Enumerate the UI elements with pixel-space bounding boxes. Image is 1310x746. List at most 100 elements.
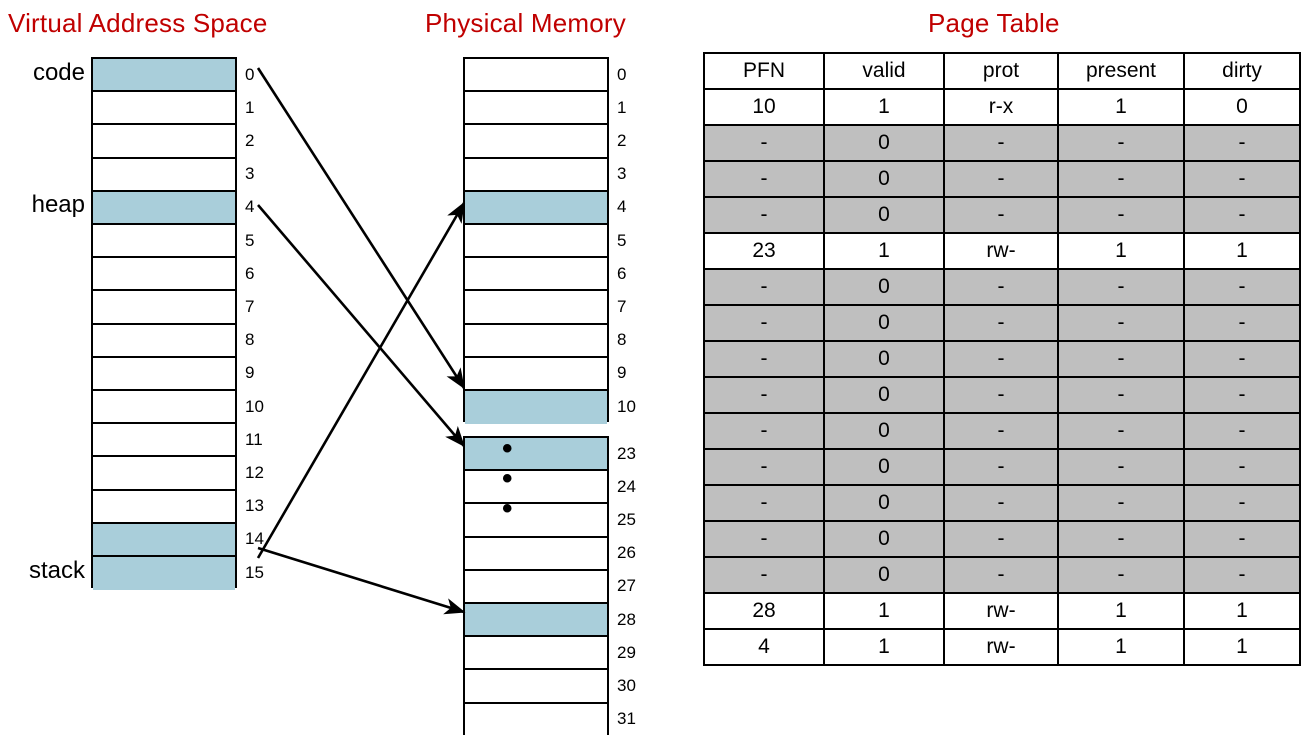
pm-top-page-6 bbox=[465, 258, 607, 292]
page-table-row: -0--- bbox=[703, 340, 1301, 378]
page-table-cell-prot: - bbox=[943, 268, 1059, 306]
vas-index-13: 13 bbox=[245, 496, 264, 516]
vas-index-15: 15 bbox=[245, 562, 264, 582]
vas-index-6: 6 bbox=[245, 263, 255, 283]
pm-top-page-9 bbox=[465, 357, 607, 391]
vas-page-0 bbox=[93, 59, 235, 93]
pm-top-index-2: 2 bbox=[617, 131, 627, 150]
pm-top-box bbox=[463, 57, 609, 425]
page-table-cell-valid: 0 bbox=[823, 412, 945, 450]
vas-index-3: 3 bbox=[245, 164, 255, 184]
page-table-cell-pfn: - bbox=[703, 196, 825, 234]
page-table-cell-pfn: - bbox=[703, 556, 825, 594]
page-table-cell-pfn: - bbox=[703, 376, 825, 414]
arrow-vpn0-to-pfn10 bbox=[256, 67, 466, 390]
vas-index-1: 1 bbox=[245, 97, 255, 117]
pm-bottom-page-27 bbox=[465, 570, 607, 604]
pm-bottom-index-31: 31 bbox=[617, 709, 636, 729]
page-table-cell-present: - bbox=[1057, 304, 1185, 342]
vas-page-9 bbox=[93, 357, 235, 391]
page-table-cell-prot: rw- bbox=[943, 628, 1059, 666]
pm-bottom-page-23 bbox=[465, 438, 607, 472]
pm-top-index-4: 4 bbox=[617, 197, 627, 217]
vas-page-2 bbox=[93, 125, 235, 159]
page-table-cell-pfn: 10 bbox=[703, 88, 825, 126]
pm-bottom-page-29 bbox=[465, 637, 607, 671]
page-table-cell-dirty: 0 bbox=[1183, 88, 1301, 126]
pm-top-page-2 bbox=[465, 125, 607, 159]
page-table-row: -0--- bbox=[703, 412, 1301, 450]
page-table-cell-pfn: 23 bbox=[703, 232, 825, 270]
page-table-cell-pfn: 28 bbox=[703, 592, 825, 630]
pm-top-page-0 bbox=[465, 59, 607, 93]
page-table-cell-present: 1 bbox=[1057, 88, 1185, 126]
pm-top-index-6: 6 bbox=[617, 263, 627, 283]
pm-bottom-index-23: 23 bbox=[617, 443, 636, 463]
page-table-cell-valid: 1 bbox=[823, 592, 945, 630]
vas-page-12 bbox=[93, 457, 235, 491]
vas-index-5: 5 bbox=[245, 230, 255, 250]
page-table-cell-present: - bbox=[1057, 520, 1185, 558]
page-table-cell-present: - bbox=[1057, 196, 1185, 234]
page-table-cell-present: - bbox=[1057, 448, 1185, 486]
pm-top-page-5 bbox=[465, 225, 607, 259]
page-table-cell-prot: - bbox=[943, 412, 1059, 450]
page-table-cell-pfn: - bbox=[703, 340, 825, 378]
pm-top-page-10 bbox=[465, 391, 607, 425]
page-table-cell-valid: 0 bbox=[823, 448, 945, 486]
pm-bottom-page-25 bbox=[465, 504, 607, 538]
page-table-col-dirty: dirty bbox=[1183, 52, 1301, 90]
pm-top-index-3: 3 bbox=[617, 164, 627, 184]
vas-page-6 bbox=[93, 258, 235, 292]
vas-page-10 bbox=[93, 391, 235, 425]
page-table-cell-valid: 1 bbox=[823, 88, 945, 126]
page-table-cell-valid: 0 bbox=[823, 556, 945, 594]
page-table-row: -0--- bbox=[703, 520, 1301, 558]
page-table-cell-prot: - bbox=[943, 340, 1059, 378]
page-table-cell-valid: 0 bbox=[823, 304, 945, 342]
page-table-cell-pfn: - bbox=[703, 124, 825, 162]
page-table-cell-valid: 0 bbox=[823, 340, 945, 378]
page-table-cell-present: - bbox=[1057, 160, 1185, 198]
vas-page-3 bbox=[93, 158, 235, 192]
pm-bottom-page-30 bbox=[465, 670, 607, 704]
pm-bottom-index-27: 27 bbox=[617, 576, 636, 596]
page-table-cell-prot: - bbox=[943, 556, 1059, 594]
page-table-cell-pfn: - bbox=[703, 484, 825, 522]
vas-page-1 bbox=[93, 92, 235, 126]
page-table-cell-prot: rw- bbox=[943, 232, 1059, 270]
pm-top-page-4 bbox=[465, 191, 607, 225]
page-table-cell-dirty: - bbox=[1183, 520, 1301, 558]
page-table-cell-dirty: - bbox=[1183, 340, 1301, 378]
page-table-row: -0--- bbox=[703, 484, 1301, 522]
pm-top-index-7: 7 bbox=[617, 297, 627, 316]
arrow-vpn4-to-pfn23 bbox=[257, 204, 466, 448]
page-table-row: -0--- bbox=[703, 556, 1301, 594]
pm-top-page-7 bbox=[465, 291, 607, 325]
page-table-cell-dirty: 1 bbox=[1183, 628, 1301, 666]
pm-top-index-5: 5 bbox=[617, 230, 627, 250]
page-table-row: -0--- bbox=[703, 448, 1301, 486]
vas-index-2: 2 bbox=[245, 131, 255, 150]
pm-top-index-0: 0 bbox=[617, 64, 627, 84]
vas-page-5 bbox=[93, 225, 235, 259]
page-table-cell-pfn: - bbox=[703, 412, 825, 450]
page-table-cell-valid: 0 bbox=[823, 124, 945, 162]
page-table-cell-dirty: - bbox=[1183, 484, 1301, 522]
page-table-cell-dirty: 1 bbox=[1183, 232, 1301, 270]
pm-bottom-page-24 bbox=[465, 471, 607, 505]
page-table-cell-present: - bbox=[1057, 412, 1185, 450]
vas-page-7 bbox=[93, 291, 235, 325]
page-table-cell-pfn: - bbox=[703, 160, 825, 198]
page-table-cell-dirty: - bbox=[1183, 412, 1301, 450]
vas-page-13 bbox=[93, 490, 235, 524]
vas-index-0: 0 bbox=[245, 64, 255, 84]
page-table-cell-prot: r-x bbox=[943, 88, 1059, 126]
vas-page-8 bbox=[93, 324, 235, 358]
page-table-cell-prot: - bbox=[943, 448, 1059, 486]
page-table-row: -0--- bbox=[703, 376, 1301, 414]
page-table-cell-present: 1 bbox=[1057, 592, 1185, 630]
